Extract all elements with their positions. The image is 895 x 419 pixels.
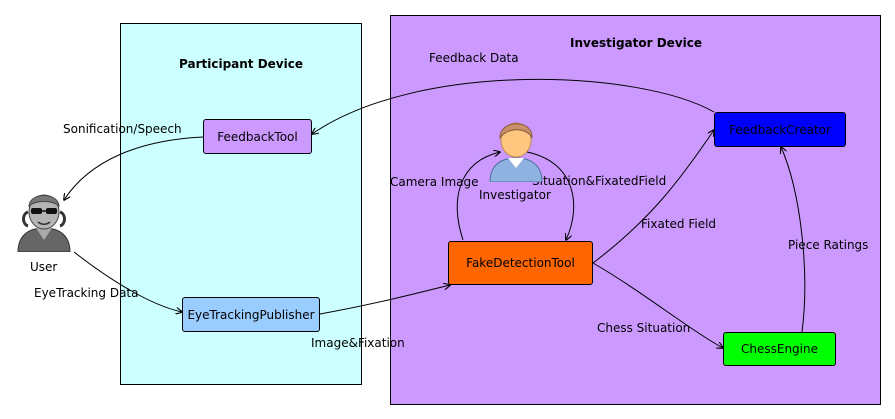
- edge-sonification-speech: [64, 136, 204, 200]
- edge-piece-ratings: [781, 147, 806, 333]
- investigator-label: Investigator: [479, 188, 551, 202]
- label-sonification-speech: Sonification/Speech: [63, 122, 182, 136]
- eye-tracking-publisher-node: EyeTrackingPublisher: [182, 297, 320, 332]
- label-chess-situation: Chess Situation: [597, 321, 691, 335]
- label-image-fixation: Image&Fixation: [311, 336, 405, 350]
- edge-image-fixation: [319, 285, 450, 315]
- edge-situation-fixated-field: [526, 151, 575, 240]
- label-eye-tracking-data: EyeTracking Data: [34, 286, 139, 300]
- label-camera-image: Camera Image: [390, 175, 479, 189]
- label-fixated-field: Fixated Field: [641, 217, 717, 231]
- investigator-icon: [489, 122, 543, 182]
- edge-feedback-data: [312, 78, 715, 134]
- edge-camera-image: [456, 152, 500, 241]
- fake-detection-tool-node: FakeDetectionTool: [448, 241, 593, 285]
- edge-eye-tracking-data: [73, 251, 182, 312]
- user-label: User: [30, 260, 58, 274]
- feedback-creator-node: FeedbackCreator: [714, 112, 846, 147]
- label-piece-ratings: Piece Ratings: [788, 238, 869, 252]
- chess-engine-label: ChessEngine: [741, 342, 818, 356]
- eye-tracking-publisher-label: EyeTrackingPublisher: [187, 307, 315, 322]
- participant-device-title: Participant Device: [179, 57, 303, 71]
- feedback-tool-node: FeedbackTool: [203, 119, 312, 154]
- feedback-tool-label: FeedbackTool: [217, 129, 298, 144]
- fake-detection-tool-label: FakeDetectionTool: [466, 256, 575, 270]
- investigator-device-title: Investigator Device: [570, 36, 703, 50]
- feedback-creator-label: FeedbackCreator: [729, 122, 831, 137]
- user-icon: [17, 194, 71, 252]
- chess-engine-node: ChessEngine: [723, 332, 836, 366]
- label-situation-fixated-field: Situation&FixatedField: [532, 174, 667, 188]
- label-feedback-data: Feedback Data: [429, 51, 519, 65]
- edge-fixated-field: [592, 130, 714, 264]
- edge-chess-situation: [592, 262, 723, 348]
